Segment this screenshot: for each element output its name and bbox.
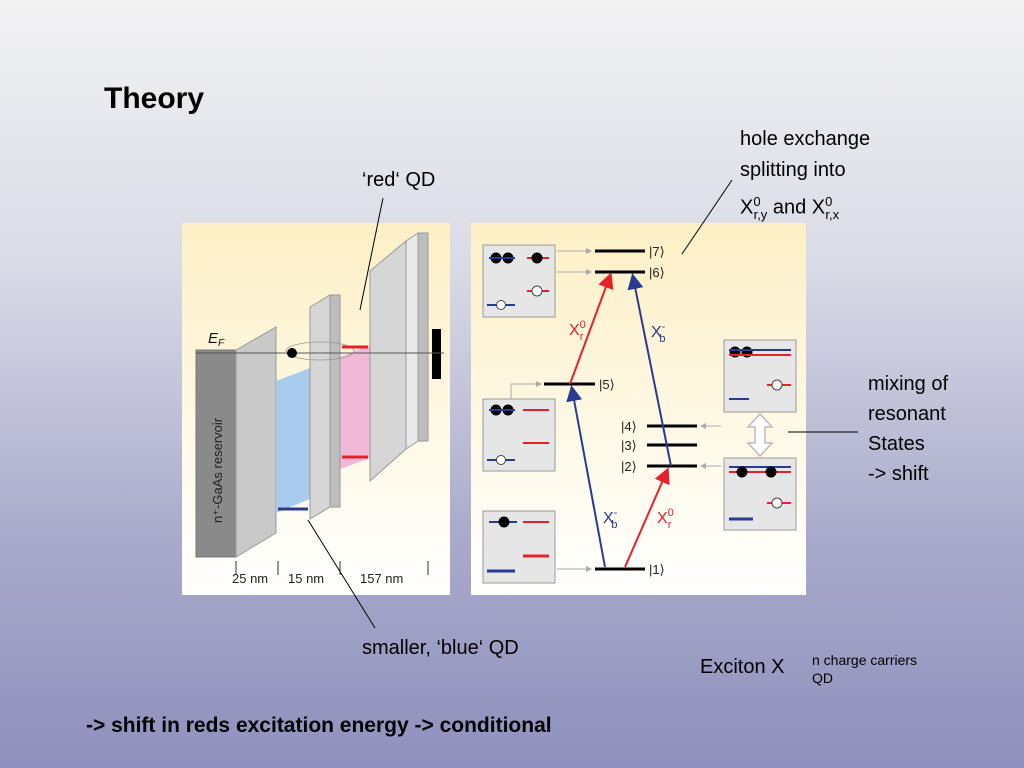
state-box-middle (482, 398, 556, 472)
conclusion-text: -> shift in reds excitation energy -> co… (86, 714, 552, 737)
state-label-7: |7⟩ (649, 244, 665, 259)
electron-dot (287, 348, 297, 358)
barrier-2 (309, 294, 331, 520)
state-box-right-lower (723, 457, 797, 531)
state-box-top (482, 244, 556, 318)
state-box-bottom (482, 510, 556, 584)
transition-xr-upper (569, 272, 614, 385)
hole-exchange-line-3: X0r,y and X0r,x (740, 194, 840, 222)
state-label-6: |6⟩ (649, 265, 665, 280)
state-label-2: |2⟩ (621, 459, 637, 474)
ef-label: EF (208, 330, 225, 349)
mixing-label: mixing of resonant States -> shift (868, 369, 948, 489)
state-label-1: |1⟩ (649, 562, 665, 577)
barrier-3-side (417, 232, 429, 442)
mixing-line-3: States (868, 433, 925, 455)
state-box-right-upper (723, 339, 797, 413)
blue-qd-label: smaller, ‘blue‘ QD (362, 637, 519, 659)
fermi-ellipse (285, 341, 355, 361)
barrier-3 (369, 239, 407, 483)
transition-xb-upper (627, 273, 672, 467)
reservoir-label: n⁺-GaAs reservoir (210, 417, 225, 523)
connector-arrow (510, 381, 542, 399)
band-diagram: n⁺-GaAs reservoir EF 25 nm 15 nm 157 nm (182, 223, 450, 595)
exciton-label: Exciton X n charge carriers QD (700, 652, 917, 686)
transition-label-xb-upper: X-b (651, 321, 666, 345)
hole-exchange-label: hole exchange splitting into X0r,y and X… (740, 124, 870, 230)
exciton-superscript: n charge carriers (812, 652, 918, 668)
red-qd-label: ‘red‘ QD (362, 169, 436, 191)
state-label-3: |3⟩ (621, 438, 637, 453)
hole-exchange-line-2: splitting into (740, 159, 846, 181)
transition-xb-lower (566, 385, 606, 568)
dim-label-25: 25 nm (232, 571, 268, 586)
barrier-3-top (405, 232, 419, 450)
exciton-subscript: QD (812, 670, 833, 686)
state-label-5: |5⟩ (599, 377, 615, 392)
dim-label-15: 15 nm (288, 571, 324, 586)
red-qd-well (340, 345, 370, 469)
transition-label-xb-lower: X-b (603, 507, 618, 531)
gate-contact (432, 329, 441, 379)
dim-label-157: 157 nm (360, 571, 403, 586)
state-label-4: |4⟩ (621, 419, 637, 434)
mixing-double-arrow-icon (746, 412, 774, 458)
exciton-base: Exciton X (700, 656, 785, 678)
reservoir-side (235, 326, 277, 558)
mixing-line-1: mixing of (868, 373, 949, 395)
mixing-line-2: resonant (868, 403, 946, 425)
hole-exchange-line-1: hole exchange (740, 128, 871, 150)
blue-qd-well (276, 368, 310, 513)
mixing-line-4: -> shift (868, 463, 929, 485)
barrier-2-side (329, 294, 341, 508)
slide-title: Theory (104, 82, 205, 115)
transition-xr-lower (624, 467, 670, 568)
